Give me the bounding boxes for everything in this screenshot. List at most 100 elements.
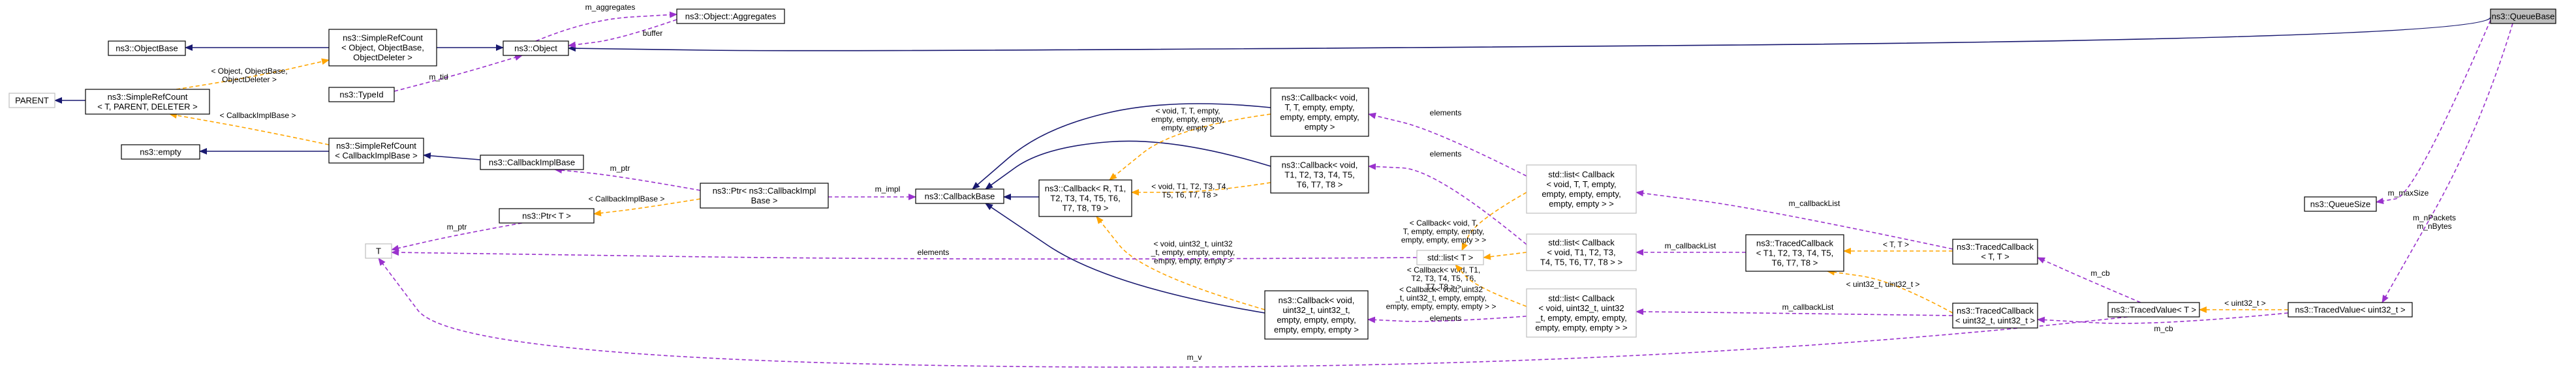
class-node-label: ns3::TracedCallback: [1957, 242, 2034, 252]
class-node-label: empty, empty, empty > >: [1535, 323, 1627, 333]
class-node-box: [1952, 303, 2038, 329]
class-node-label: empty, empty, empty,: [1542, 189, 1621, 199]
template-arrow: [1109, 113, 1271, 181]
class-node-box: [365, 243, 392, 259]
class-node-tcbu32[interactable]: ns3::TracedCallback< uint32_t, uint32_t …: [1952, 303, 2038, 329]
edge-label: < Object, ObjectBase,: [211, 67, 287, 76]
class-node-ptrt[interactable]: ns3::Ptr< T >: [499, 208, 595, 224]
class-node-label: std::list< Callback: [1548, 293, 1615, 303]
edge-cbtt-listcbtt: elements: [1368, 108, 1527, 177]
class-node-label: ns3::TracedCallback: [1957, 306, 2034, 316]
class-node-box: [121, 144, 200, 160]
class-node-listcbtt[interactable]: std::list< Callback< void, T, T, empty,e…: [1526, 164, 1637, 214]
class-node-label: PARENT: [15, 96, 49, 106]
edge-label: empty, empty, empty, empty > >: [1386, 302, 1497, 311]
class-node-queuebase[interactable]: ns3::QueueBase: [2490, 8, 2556, 24]
class-node-objectbase[interactable]: ns3::ObjectBase: [108, 40, 186, 56]
class-node-label: ns3::Object: [514, 44, 557, 53]
class-node-listcbv8[interactable]: std::list< Callback< void, T1, T2, T3,T4…: [1526, 233, 1637, 271]
edge-label: T2, T3, T4, T5, T6,: [1411, 274, 1476, 283]
class-node-queuesize[interactable]: ns3::QueueSize: [2304, 196, 2377, 212]
class-node-label: ns3::Callback< void,: [1282, 160, 1358, 170]
class-node-label: ObjectDeleter >: [353, 53, 412, 63]
class-node-listcbu32[interactable]: std::list< Callback< void, uint32_t, uin…: [1526, 288, 1637, 338]
class-node-box: [108, 40, 186, 56]
class-node-label: T6, T7, T8 >: [1297, 180, 1343, 190]
class-node-label: ns3::QueueSize: [2310, 200, 2371, 209]
class-node-srccb[interactable]: ns3::SimpleRefCount< CallbackImplBase >: [328, 138, 424, 164]
class-node-label: std::list< Callback: [1548, 238, 1615, 248]
class-node-box: [2288, 302, 2413, 318]
edge-tvt-tvu32: < uint32_t >: [2199, 299, 2288, 313]
class-node-label: ns3::Callback< void,: [1279, 295, 1355, 305]
class-node-listt[interactable]: std::list< T >: [1416, 250, 1484, 265]
class-node-cbv8[interactable]: ns3::Callback< void,T1, T2, T3, T4, T5,T…: [1270, 156, 1369, 194]
edge-label: < void, T1, T2, T3, T4,: [1151, 182, 1228, 191]
class-node-aggregates[interactable]: ns3::Object::Aggregates: [676, 8, 785, 24]
edge-listcbv8-tcbv8: m_callbackList: [1636, 241, 1746, 256]
edge-label: m_callbackList: [1782, 303, 1834, 312]
class-node-cbimplbase[interactable]: ns3::CallbackImplBase: [480, 155, 584, 170]
edge-cbbase-cbu32: [985, 203, 1265, 314]
edge-label: _t, uint32_t, empty, empty,: [1395, 293, 1487, 303]
edge-label: < CallbackImplBase >: [220, 111, 296, 120]
class-node-box: [1745, 234, 1844, 272]
template-arrow: [1827, 269, 1953, 314]
edge-cbbase-cbv8: [985, 140, 1271, 190]
class-node-cbr[interactable]: ns3::Callback< R, T1,T2, T3, T4, T5, T6,…: [1038, 179, 1132, 217]
class-node-tcbt[interactable]: ns3::TracedCallback< T, T >: [1952, 239, 2038, 265]
class-node-label: std::list< T >: [1427, 253, 1473, 263]
edge-object-aggregates: m_aggregates: [535, 3, 677, 42]
class-node-empty[interactable]: ns3::empty: [121, 144, 200, 160]
class-node-cbtt[interactable]: ns3::Callback< void,T, T, empty, empty,e…: [1270, 87, 1369, 137]
class-node-label: < void, T1, T2, T3,: [1547, 248, 1615, 258]
edge-label: m_nPackets: [2413, 213, 2456, 222]
edge-t-ptrt: m_ptr: [391, 222, 523, 252]
class-node-cbbase[interactable]: ns3::CallbackBase: [915, 188, 1004, 204]
edge-t-tvt: m_v: [378, 258, 2128, 368]
edge-label: empty, empty >: [1161, 123, 1214, 132]
class-node-srcobj[interactable]: ns3::SimpleRefCount< Object, ObjectBase,…: [328, 29, 437, 67]
class-node-tvt[interactable]: ns3::TracedValue< T >: [2107, 302, 2200, 318]
edge-tcbt-tvt: m_cb: [2037, 257, 2141, 303]
class-node-label: ns3::SimpleRefCount: [336, 141, 416, 151]
class-node-box: [328, 87, 395, 102]
class-node-cbu32[interactable]: ns3::Callback< void,uint32_t, uint32_t,e…: [1264, 290, 1369, 340]
class-node-tcbv8[interactable]: ns3::TracedCallback< T1, T2, T3, T4, T5,…: [1745, 234, 1844, 272]
edge-tcbv8-tcbu32: < uint32_t, uint32_t >: [1827, 269, 1953, 314]
class-node-box: [1270, 156, 1369, 194]
class-node-box: [1952, 239, 2038, 265]
class-node-box: [1526, 164, 1637, 214]
edge-label: elements: [1430, 149, 1462, 158]
class-node-box: [503, 40, 569, 56]
class-node-t[interactable]: T: [365, 243, 392, 259]
class-node-parent[interactable]: PARENT: [8, 93, 55, 108]
edge-aggregates-object: buffer: [568, 19, 677, 48]
template-arrow: [1461, 192, 1527, 251]
class-node-ptrcbimpl[interactable]: ns3::Ptr< ns3::CallbackImplBase >: [700, 183, 829, 209]
class-node-srct[interactable]: ns3::SimpleRefCount< T, PARENT, DELETER …: [85, 89, 210, 115]
edge-label: m_callbackList: [1789, 199, 1840, 208]
usage-arrow: [568, 19, 677, 48]
inherit-arrow: [568, 17, 2491, 52]
class-node-label: ns3::CallbackImplBase: [489, 158, 575, 168]
edge-tcbv8-tcbt: < T, T >: [1843, 240, 1953, 254]
template-arrow: [1455, 264, 1527, 307]
class-node-tvu32[interactable]: ns3::TracedValue< uint32_t >: [2288, 302, 2413, 318]
class-node-object[interactable]: ns3::Object: [503, 40, 569, 56]
edge-cbu32-listcbu32: elements: [1367, 314, 1527, 323]
edge-cbimplbase-ptrcbimpl: m_ptr: [554, 164, 701, 191]
edge-label: m_nBytes: [2417, 222, 2451, 231]
edge-object-queuebase: [568, 17, 2491, 52]
edge-srct-srcobj: < Object, ObjectBase,ObjectDeleter >: [176, 58, 330, 90]
edge-label: elements: [918, 248, 950, 257]
class-node-box: [1416, 250, 1484, 265]
edge-listt-listcbu32: < Callback< void, uint32_t, uint32_t, em…: [1386, 264, 1527, 311]
class-node-label: T4, T5, T6, T7, T8 > >: [1540, 258, 1622, 267]
edge-label: m_tid: [429, 72, 448, 82]
edge-tcbu32-tvu32: m_cb: [2037, 312, 2289, 333]
class-node-typeid[interactable]: ns3::TypeId: [328, 87, 395, 102]
class-node-box: [1526, 288, 1637, 338]
class-node-label: ns3::Ptr< T >: [522, 211, 571, 221]
edge-label: elements: [1430, 108, 1462, 117]
